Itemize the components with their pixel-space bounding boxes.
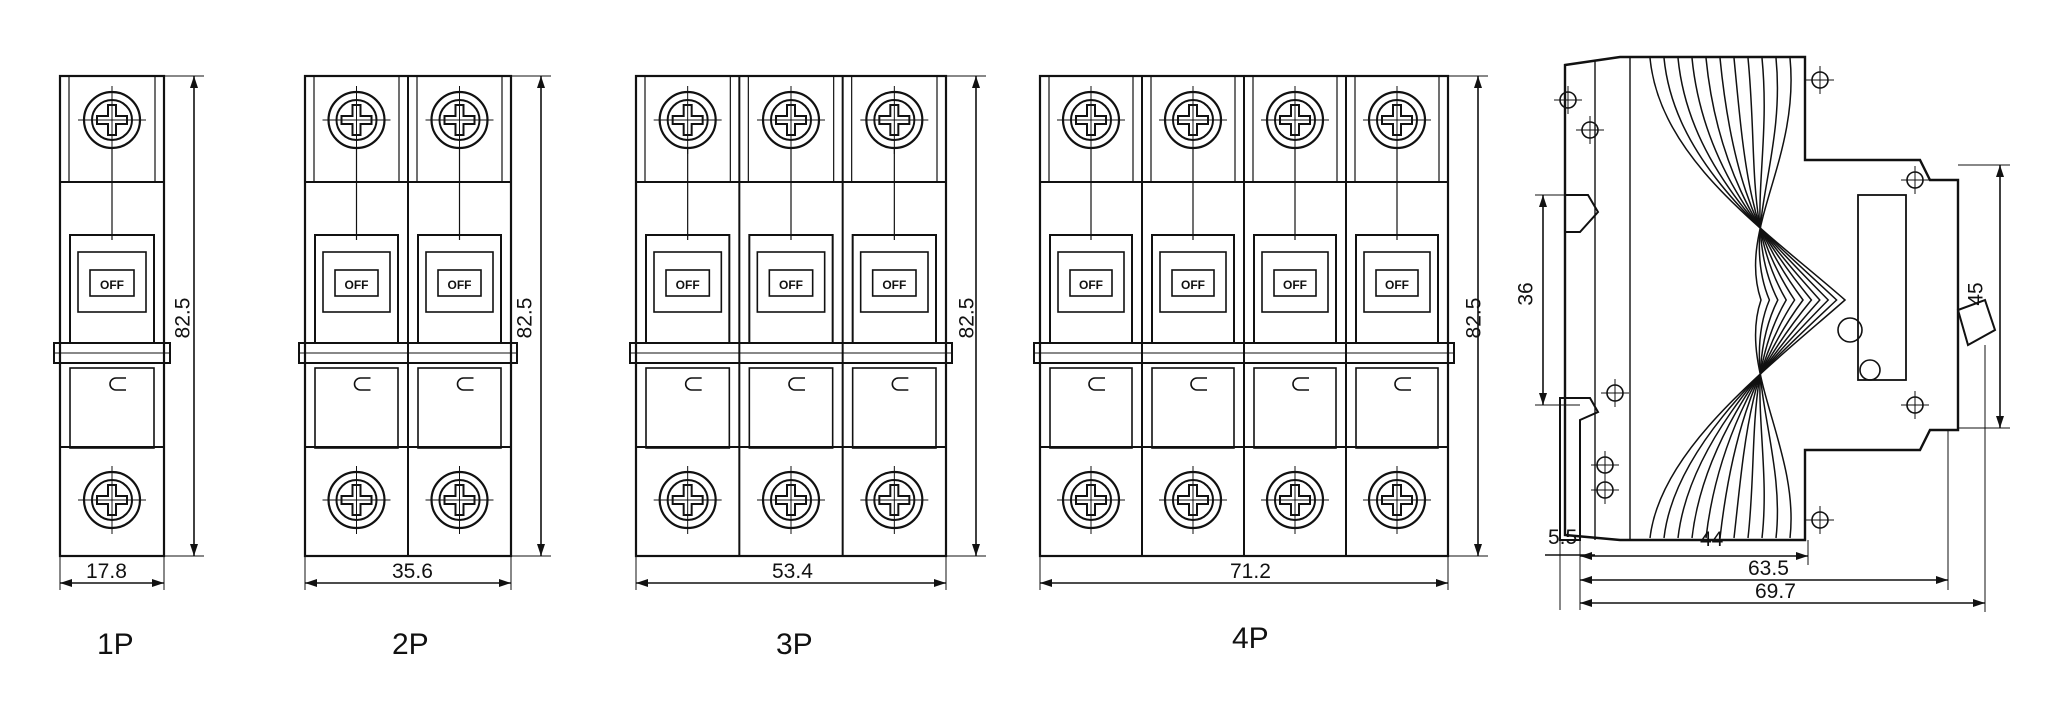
- mounting-hole-icon: [1554, 86, 1582, 114]
- handle-off-text: OFF: [676, 278, 700, 292]
- handle-off-text: OFF: [1385, 278, 1409, 292]
- total-depth-dim: 69.7: [1755, 580, 1796, 603]
- front-depth-dim: 63.5: [1748, 557, 1789, 580]
- body-depth-dim: 44: [1700, 528, 1724, 551]
- height-dim-2p: 82.5: [513, 297, 537, 339]
- breaker-front-1p: OFF: [53, 74, 204, 590]
- terminal-screw-icon: [425, 466, 494, 534]
- mounting-hole-icon: [1806, 506, 1834, 534]
- handle-off-text: OFF: [1079, 278, 1103, 292]
- mounting-hole-icon: [1806, 66, 1834, 94]
- label-2p: 2P: [392, 628, 429, 661]
- foot-offset-dim: 5.5: [1548, 526, 1578, 549]
- terminal-screw-icon: [757, 86, 825, 154]
- height-dim-3p: 82.5: [955, 297, 979, 339]
- mounting-hole-icon: [1901, 166, 1929, 194]
- terminal-screw-icon: [1159, 466, 1227, 534]
- handle-off-text: OFF: [345, 278, 369, 292]
- terminal-screw-icon: [322, 86, 391, 154]
- terminal-screw-icon: [1261, 86, 1329, 154]
- terminal-screw-icon: [860, 86, 929, 154]
- handle-off-text: OFF: [779, 278, 803, 292]
- height-dim-4p: 82.5: [1462, 297, 1486, 339]
- label-4p: 4P: [1232, 622, 1269, 655]
- handle-off-text: OFF: [882, 278, 906, 292]
- width-dim-3p: 53.4: [772, 560, 813, 583]
- handle-off-text: OFF: [1181, 278, 1205, 292]
- mounting-hole-icon: [1601, 379, 1629, 407]
- side-view: [1535, 55, 2010, 612]
- label-3p: 3P: [776, 628, 813, 661]
- rail-height-dim: 36: [1514, 282, 1538, 306]
- mounting-hole-icon: [1591, 451, 1619, 479]
- breaker-front-3p: OFF OFF OFF: [629, 74, 986, 590]
- terminal-screw-icon: [425, 86, 494, 154]
- mounting-hole-icon: [1591, 476, 1619, 504]
- mounting-hole-icon: [1901, 391, 1929, 419]
- breaker-front-2p: OFF OFF: [298, 74, 551, 590]
- terminal-screw-icon: [78, 86, 146, 154]
- handle-off-text: OFF: [448, 278, 472, 292]
- handle-off-text: OFF: [100, 278, 124, 292]
- front-height-dim: 45: [1964, 282, 1988, 306]
- width-dim-4p: 71.2: [1230, 560, 1271, 583]
- label-1p: 1P: [97, 628, 134, 661]
- terminal-screw-icon: [1057, 466, 1125, 534]
- mounting-hole-icon: [1576, 116, 1604, 144]
- terminal-screw-icon: [1159, 86, 1227, 154]
- terminal-screw-icon: [1363, 466, 1431, 534]
- terminal-screw-icon: [757, 466, 825, 534]
- breaker-front-4p: OFF OFF OFF OFF: [1033, 74, 1488, 590]
- terminal-screw-icon: [78, 466, 146, 534]
- terminal-screw-icon: [860, 466, 929, 534]
- width-dim-1p: 17.8: [86, 560, 127, 583]
- terminal-screw-icon: [1261, 466, 1329, 534]
- terminal-screw-icon: [653, 86, 722, 154]
- terminal-screw-icon: [1363, 86, 1431, 154]
- terminal-screw-icon: [1057, 86, 1125, 154]
- side-dimensions: [1535, 164, 2010, 612]
- handle-off-text: OFF: [1283, 278, 1307, 292]
- width-dim-2p: 35.6: [392, 560, 433, 583]
- terminal-screw-icon: [322, 466, 391, 534]
- height-dim-1p: 82.5: [171, 297, 195, 339]
- terminal-screw-icon: [653, 466, 722, 534]
